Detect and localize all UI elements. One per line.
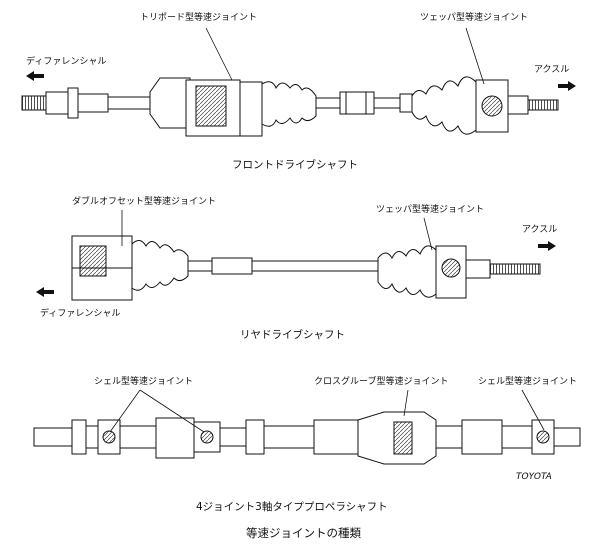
front-drive-shaft-drawing [21, 76, 559, 137]
front-rzeppa-joint-label: ツェッパ型等速ジョイント [420, 13, 529, 23]
rear-rzeppa-joint-label: ツェッパ型等速ジョイント [376, 205, 485, 215]
rear-double-offset-joint-label: ダブルオフセット型等速ジョイント [72, 197, 217, 207]
rear-differential-label: ディファレンシャル [40, 309, 121, 319]
front-differential-label: ディファレンシャル [26, 57, 107, 67]
figure-title: 等速ジョイントの種類 [246, 526, 361, 540]
prop-shell-joint-right-label: シェル型等速ジョイント [478, 377, 578, 387]
rear-drive-shaft-drawing [71, 235, 541, 301]
propeller-shaft-caption: 4ジョイント3軸タイププロペラシャフト [196, 501, 388, 513]
leader-lines [109, 27, 545, 433]
prop-shell-joint-left-label: シェル型等速ジョイント [94, 377, 194, 387]
rear-axle-label: アクスル [522, 225, 558, 235]
direction-arrows [26, 71, 576, 297]
front-drive-shaft-caption: フロントドライブシャフト [232, 159, 358, 171]
propeller-shaft-drawing [33, 411, 581, 465]
front-tripod-joint-label: トリポード型等速ジョイント [140, 13, 258, 23]
rear-drive-shaft-caption: リヤドライブシャフト [240, 329, 345, 341]
prop-cross-groove-joint-label: クロスグルーブ型等速ジョイント [314, 377, 449, 387]
toyota-brand-mark: TOYOTA [516, 472, 552, 482]
front-axle-label: アクスル [534, 65, 570, 75]
